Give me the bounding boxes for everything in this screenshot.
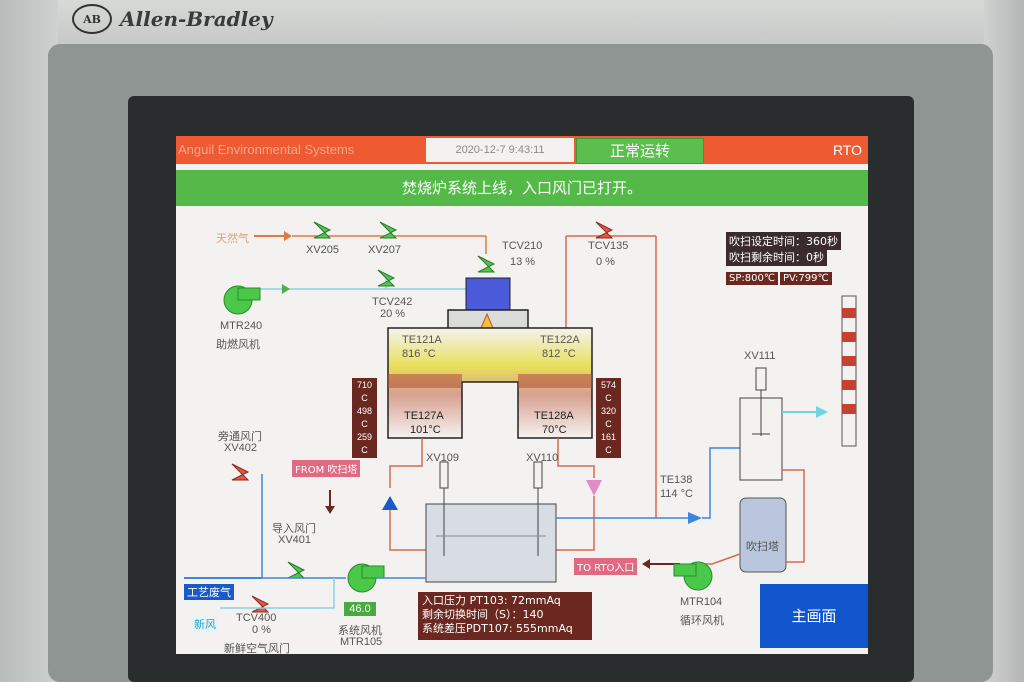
te128a-value: 70°C <box>542 424 567 436</box>
te122a-label: TE122A <box>540 334 580 346</box>
te138-value: 114 °C <box>660 488 693 500</box>
xv110-label: XV110 <box>526 452 559 464</box>
tcv242-value: 20 % <box>380 308 406 320</box>
te122a-value: 812 °C <box>542 348 576 360</box>
tcv400-desc: 新鲜空气风门 <box>224 643 290 654</box>
setpoint-sp: SP:800℃ <box>726 272 779 285</box>
left-temp-1: 710 C <box>356 380 373 403</box>
tcv135-value: 0 % <box>596 256 615 268</box>
purge-tower-label: 吹扫塔 <box>746 541 779 553</box>
tcv400-value: 0 % <box>252 624 271 636</box>
xv205-label: XV205 <box>306 244 340 256</box>
switch-remaining-time: 剩余切换时间（S）：140 <box>422 608 544 621</box>
bypass-tag: XV402 <box>224 442 258 454</box>
te121a-label: TE121A <box>402 334 442 346</box>
bypass-label: 旁通风门 <box>218 431 262 443</box>
from-purge-tag: FROM 吹扫塔 <box>292 460 361 477</box>
to-rto-tag: TO RTO入口 <box>574 558 638 575</box>
left-temp-3: 259 C <box>356 432 373 455</box>
mtr104-label: MTR104 <box>680 596 723 608</box>
tcv135-label: TCV135 <box>588 240 629 252</box>
xv207-label: XV207 <box>368 244 402 256</box>
mtr105-label: MTR105 <box>340 636 383 648</box>
purge-set-label: 吹扫设定时间： <box>729 235 806 248</box>
tcv210-value: 13 % <box>510 256 536 268</box>
te127a-value: 101°C <box>410 424 441 436</box>
brand: AB Allen-Bradley <box>72 4 273 34</box>
purge-remain-label: 吹扫剩余时间： <box>729 251 806 264</box>
right-temp-2: 320 C <box>600 406 617 429</box>
tcv400-label: TCV400 <box>236 612 277 624</box>
purge-remain-time: 吹扫剩余时间：0秒 <box>726 248 827 266</box>
fresh-air-tag: 新风 <box>192 616 218 632</box>
setpoint-pv: PV:799℃ <box>780 272 832 285</box>
main-screen-button[interactable]: 主画面 <box>760 584 868 648</box>
purge-set-value: 360秒 <box>806 235 838 248</box>
purge-set-time: 吹扫设定时间：360秒 <box>726 232 841 250</box>
company-name: Anguil Environmental Systems <box>178 142 355 157</box>
bezel-top <box>0 0 1024 48</box>
mode-label: RTO <box>832 142 862 158</box>
tcv210-label: TCV210 <box>502 240 543 252</box>
mtr104-desc: 循环风机 <box>680 615 724 627</box>
te138-label: TE138 <box>660 474 693 486</box>
inlet-damper-tag: XV401 <box>278 534 312 546</box>
hmi-screen: Anguil Environmental Systems 2020-12-7 9… <box>176 136 868 654</box>
process-diagram <box>184 221 857 613</box>
natural-gas-label: 天然气 <box>216 233 249 245</box>
xv111-label: XV111 <box>744 350 776 362</box>
datetime: 2020-12-7 9:43:11 <box>426 138 574 162</box>
pressure-info-box: 入口压力 PT103: 72mmAq 剩余切换时间（S）：140 系统差压PDT… <box>418 592 592 640</box>
process-gas-tag: 工艺废气 <box>184 584 234 600</box>
mtr240-desc: 助燃风机 <box>216 339 260 351</box>
tcv242-label: TCV242 <box>372 296 413 308</box>
te128a-label: TE128A <box>534 410 574 422</box>
te127a-label: TE127A <box>404 410 444 422</box>
right-temp-1: 574 C <box>600 380 617 403</box>
brand-name: Allen-Bradley <box>120 7 273 31</box>
mtr105-value: 46.0 <box>344 602 376 616</box>
inlet-damper-label: 导入风门 <box>272 523 316 535</box>
left-bed-temps: 710 C 498 C 259 C <box>352 378 377 458</box>
header-bar: Anguil Environmental Systems 2020-12-7 9… <box>176 136 868 164</box>
te121a-value: 816 °C <box>402 348 436 360</box>
message-bar: 焚烧炉系统上线，入口风门已打开。 <box>176 170 868 206</box>
xv109-label: XV109 <box>426 452 460 464</box>
inlet-pressure: 入口压力 PT103: 72mmAq <box>422 594 561 607</box>
right-temp-3: 161 C <box>600 432 617 455</box>
left-temp-2: 498 C <box>356 406 373 429</box>
status-badge: 正常运转 <box>576 138 704 164</box>
mtr240-label: MTR240 <box>220 320 263 332</box>
right-bed-temps: 574 C 320 C 161 C <box>596 378 621 458</box>
system-diff-pressure: 系统差压PDT107: 555mmAq <box>422 622 573 635</box>
ab-logo: AB <box>72 4 112 34</box>
purge-remain-value: 0秒 <box>806 251 824 264</box>
mtr105-desc: 系统风机 <box>338 625 382 637</box>
